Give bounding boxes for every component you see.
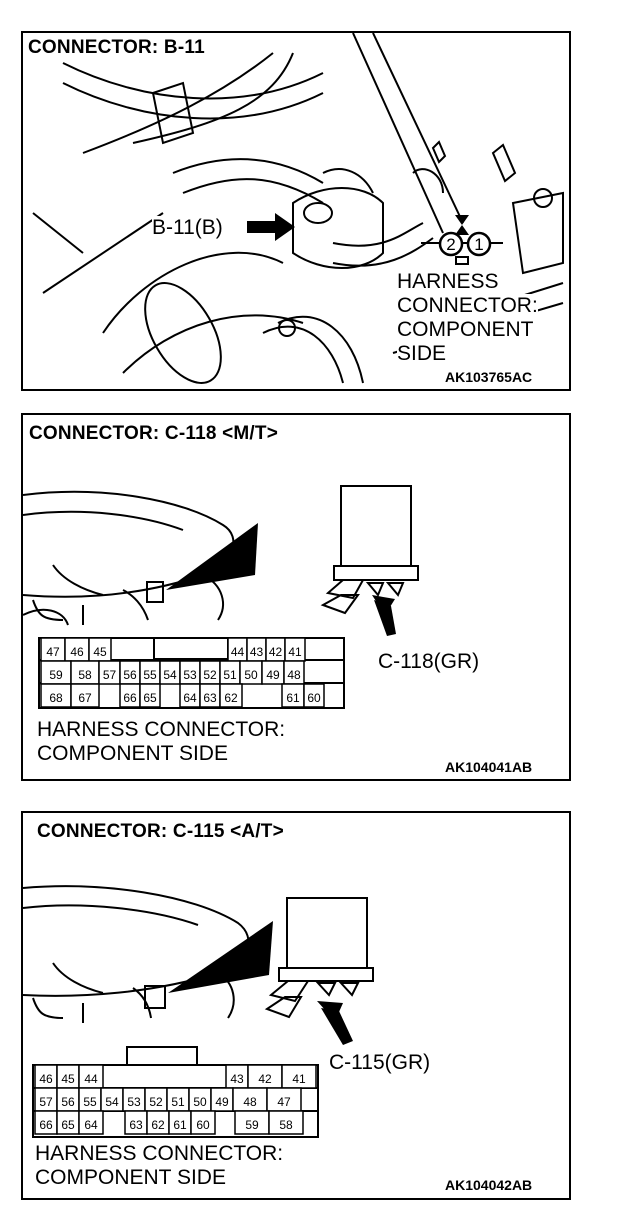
- pin-number: 54: [163, 668, 177, 682]
- pin-number: 58: [78, 668, 92, 682]
- caption-line: CONNECTOR:: [397, 294, 538, 318]
- pin-number: 55: [143, 668, 157, 682]
- zoom-wedge: [168, 921, 273, 993]
- pin-number: 56: [61, 1095, 75, 1109]
- caption-line: SIDE: [397, 342, 447, 366]
- pin-number: 61: [286, 691, 300, 705]
- pin-number: 65: [61, 1118, 75, 1132]
- pin-number: 53: [127, 1095, 141, 1109]
- pin-number: 48: [287, 668, 301, 682]
- panel-c118: 47 46 45 44 43 42 41 59 58 57 56 55 54 53 52 51 50 49 48 68…: [21, 413, 571, 781]
- pin-number: 45: [61, 1072, 75, 1086]
- hose-line: [62, 62, 324, 100]
- b11-pin-2: 2: [446, 235, 455, 254]
- figure-code: AK104042AB: [445, 1177, 533, 1193]
- pin-number: 52: [203, 668, 217, 682]
- connector-label: B-11(B): [152, 216, 223, 240]
- pin-number: 41: [292, 1072, 306, 1086]
- pin-cell: [78, 1110, 104, 1135]
- pin-number: 44: [84, 1072, 98, 1086]
- pin-number: 45: [93, 645, 107, 659]
- pin-number: 42: [269, 645, 283, 659]
- c118-arrow: [372, 595, 396, 636]
- pin-cell: [70, 683, 100, 708]
- pin-cell: [268, 1110, 304, 1135]
- pin-number: 46: [70, 645, 84, 659]
- pin-number: 49: [215, 1095, 229, 1109]
- pin-number: 59: [49, 668, 63, 682]
- pin-number: 59: [245, 1118, 259, 1132]
- pin-number: 54: [105, 1095, 119, 1109]
- pin-number: 62: [151, 1118, 165, 1132]
- pin-number: 49: [266, 668, 280, 682]
- pin-number: 65: [143, 691, 157, 705]
- pin-number: 43: [230, 1072, 244, 1086]
- caption-line: HARNESS: [397, 270, 499, 294]
- pin-number: 47: [46, 645, 60, 659]
- panel-title: CONNECTOR: C-115 <A/T>: [34, 821, 287, 843]
- pin-number: 42: [258, 1072, 272, 1086]
- pin-cell: [303, 683, 325, 708]
- pin-number: 64: [183, 691, 197, 705]
- panel-c115: 46 45 44 43 42 41 57 56 55 54 53 52 51 50 49 48 47 66 65 64…: [21, 811, 571, 1200]
- pin-number: 60: [196, 1118, 210, 1132]
- pin-number: 63: [129, 1118, 143, 1132]
- pin-number: 57: [39, 1095, 53, 1109]
- panel-title: CONNECTOR: C-118 <M/T>: [26, 423, 281, 445]
- pin-number: 41: [288, 645, 302, 659]
- zoom-wedge: [166, 523, 258, 590]
- pin-number: 62: [224, 691, 238, 705]
- pin-number: 63: [203, 691, 217, 705]
- pin-number: 46: [39, 1072, 53, 1086]
- connector-label: C-118(GR): [378, 650, 480, 673]
- caption-line: COMPONENT SIDE: [37, 742, 228, 765]
- pin-number: 48: [243, 1095, 257, 1109]
- pin-cell: [190, 1110, 216, 1135]
- pin-number: 56: [123, 668, 137, 682]
- pin-number: 43: [250, 645, 264, 659]
- pin-number: 50: [244, 668, 258, 682]
- pin-number: 44: [231, 645, 245, 659]
- caption-line: HARNESS CONNECTOR:: [37, 718, 286, 741]
- panel-b11: 2 1 CONNECTOR: B-11 B-11(B) HARNESS CONN…: [21, 31, 571, 391]
- pin-number: 51: [171, 1095, 185, 1109]
- pin-cell: [219, 683, 243, 708]
- panel-title: CONNECTOR: B-11: [25, 37, 208, 59]
- b11-pin-symbol: 2 1: [421, 215, 503, 265]
- pin-number: 66: [39, 1118, 53, 1132]
- pin-number: 57: [103, 668, 117, 682]
- pin-number: 67: [78, 691, 92, 705]
- caption-line: COMPONENT SIDE: [35, 1166, 226, 1189]
- connector-label: C-115(GR): [329, 1051, 431, 1074]
- c115-arrow: [317, 1001, 353, 1045]
- caption-line: HARNESS CONNECTOR:: [35, 1142, 284, 1165]
- pin-number: 68: [49, 691, 63, 705]
- caption-line: COMPONENT: [397, 318, 534, 342]
- figure-code: AK104041AB: [445, 759, 533, 775]
- pin-number: 53: [183, 668, 197, 682]
- pin-number: 51: [223, 668, 237, 682]
- c118-illustration: 47 46 45 44 43 42 41 59 58 57 56 55 54 53 52 51 50 49 48 68…: [23, 485, 419, 709]
- pin-number: 64: [84, 1118, 98, 1132]
- pin-number: 50: [193, 1095, 207, 1109]
- pin-number: 60: [307, 691, 321, 705]
- b11-pin-1: 1: [474, 235, 483, 254]
- pin-number: 55: [83, 1095, 97, 1109]
- pin-number: 66: [123, 691, 137, 705]
- c115-illustration: 46 45 44 43 42 41 57 56 55 54 53 52 51 50 49 48 47 66 65 64…: [23, 885, 374, 1138]
- pin-cell: [139, 683, 161, 708]
- pin-number: 61: [173, 1118, 187, 1132]
- b11-arrow: [247, 213, 295, 241]
- pin-number: 47: [277, 1095, 291, 1109]
- pin-number: 52: [149, 1095, 163, 1109]
- pin-number: 58: [279, 1118, 293, 1132]
- figure-code: AK103765AC: [445, 369, 533, 385]
